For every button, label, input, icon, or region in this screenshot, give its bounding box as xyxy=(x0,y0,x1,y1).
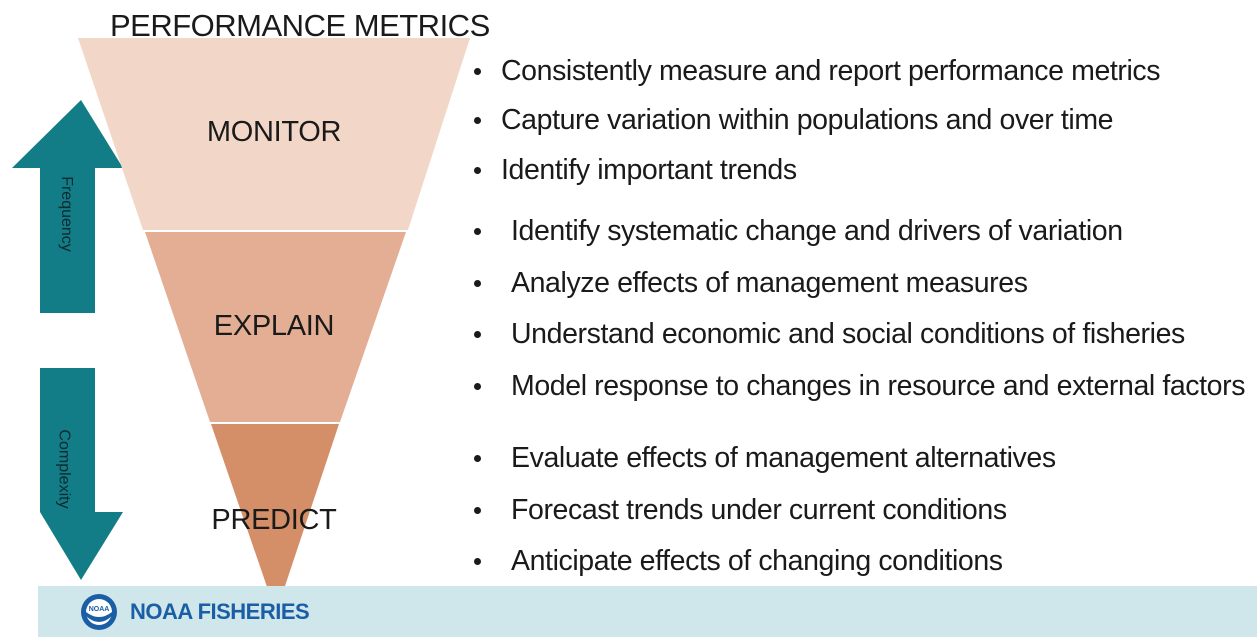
funnel-layer-explain xyxy=(145,232,406,422)
layer-label-predict: PREDICT xyxy=(211,504,337,536)
frequency-label: Frequency xyxy=(57,176,75,252)
layer-label-monitor: MONITOR xyxy=(206,116,342,148)
noaa-fisheries-logo: NOAA NOAA FISHERIES xyxy=(74,592,310,632)
bullet-dot-icon xyxy=(474,228,481,235)
bullet-item: Consistently measure and report performa… xyxy=(474,55,1161,88)
complexity-arrow xyxy=(12,368,123,580)
bullet-dot-icon xyxy=(474,331,481,338)
bullet-dot-icon xyxy=(474,455,481,462)
footer-bar xyxy=(38,586,1257,637)
bullet-dot-icon xyxy=(474,383,481,390)
svg-text:NOAA: NOAA xyxy=(89,606,110,613)
complexity-label: Complexity xyxy=(55,429,73,509)
layer-label-explain: EXPLAIN xyxy=(213,310,335,342)
bullet-dot-icon xyxy=(474,68,481,75)
bullet-item: Anticipate effects of changing condition… xyxy=(474,545,1003,578)
bullet-item: Model response to changes in resource an… xyxy=(474,370,1245,403)
bullet-dot-icon xyxy=(474,117,481,124)
bullet-item: Forecast trends under current conditions xyxy=(474,494,1007,527)
funnel-layer-monitor xyxy=(78,38,470,230)
funnel-layer-predict xyxy=(211,424,339,613)
bullet-item: Understand economic and social condition… xyxy=(474,318,1185,351)
logo-text: NOAA FISHERIES xyxy=(130,599,310,624)
diagram-title: PERFORMANCE METRICS xyxy=(110,8,490,43)
bullet-dot-icon xyxy=(474,507,481,514)
bullet-item: Evaluate effects of management alternati… xyxy=(474,442,1056,475)
bullet-dot-icon xyxy=(474,280,481,287)
bullet-item: Identify important trends xyxy=(474,154,797,187)
bullet-dot-icon xyxy=(474,558,481,565)
bullet-item: Capture variation within populations and… xyxy=(474,104,1114,137)
bullet-item: Identify systematic change and drivers o… xyxy=(474,215,1123,248)
bullet-item: Analyze effects of management measures xyxy=(474,267,1028,300)
noaa-emblem-icon: NOAA xyxy=(81,594,117,630)
bullet-dot-icon xyxy=(474,167,481,174)
frequency-arrow xyxy=(12,100,123,313)
